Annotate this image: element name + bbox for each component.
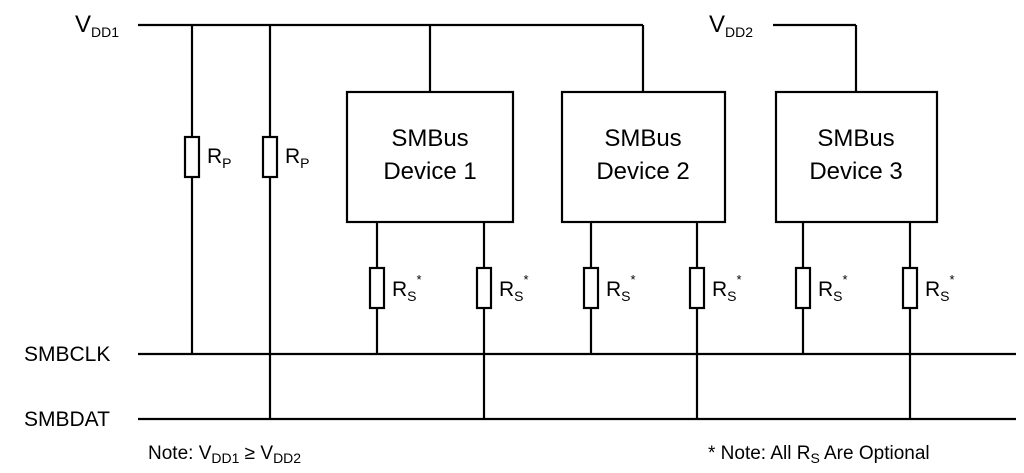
smbdat-label: SMBDAT: [24, 408, 110, 431]
smbclk-label: SMBCLK: [24, 343, 110, 366]
svg-text:SMBus: SMBus: [817, 125, 894, 152]
note-supply-relation: Note: VDD1 ≥ VDD2: [148, 443, 301, 466]
device-3-box: [774, 90, 939, 224]
note-optional-resistors: * Note: All RS Are Optional: [708, 443, 930, 466]
series-label-d1-clk: RS*: [392, 272, 422, 304]
device-2-label: SMBus Device 2: [596, 125, 689, 185]
svg-text:Device 2: Device 2: [596, 158, 689, 185]
pullup-resistor-clk: [183, 25, 201, 354]
series-label-d2-clk: RS*: [606, 272, 636, 304]
series-resistor-d3-dat: [901, 222, 919, 419]
vdd1-label: VDD1: [75, 11, 119, 40]
series-label-d3-clk: RS*: [818, 272, 848, 304]
pullup-label-1: RP: [207, 145, 232, 171]
pullup-label-2: RP: [285, 145, 310, 171]
series-resistor-d2-clk: [582, 222, 600, 354]
series-label-d2-dat: RS*: [712, 272, 742, 304]
device-3-label: SMBus Device 3: [809, 125, 902, 185]
pullup-resistor-dat: [261, 25, 279, 419]
device-2-box: [560, 90, 727, 224]
svg-text:Device 3: Device 3: [809, 158, 902, 185]
vdd2-rail: [773, 23, 858, 92]
series-label-d1-dat: RS*: [499, 272, 529, 304]
vdd2-label: VDD2: [709, 11, 753, 40]
svg-text:Device 1: Device 1: [383, 158, 476, 185]
device-1-box: [345, 90, 515, 224]
series-label-d3-dat: RS*: [925, 272, 955, 304]
series-resistor-d1-clk: [368, 222, 386, 354]
svg-text:SMBus: SMBus: [604, 125, 681, 152]
svg-text:SMBus: SMBus: [391, 125, 468, 152]
series-resistor-d2-dat: [688, 222, 706, 419]
vdd1-rail: [138, 23, 645, 92]
series-resistor-d3-clk: [794, 222, 812, 354]
series-resistor-d1-dat: [475, 222, 493, 419]
device-1-label: SMBus Device 1: [383, 125, 476, 185]
